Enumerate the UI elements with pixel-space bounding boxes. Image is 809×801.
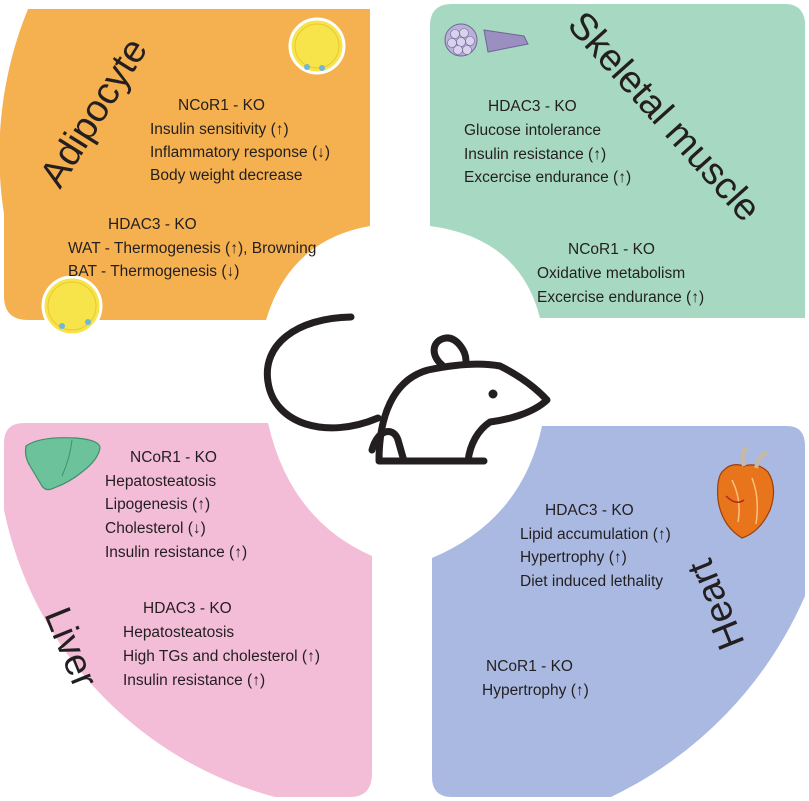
- liver-icon: [24, 437, 101, 491]
- heart-group-1-item: Diet induced lethality: [520, 573, 663, 590]
- liver-group-1-item: Insulin resistance (↑): [105, 544, 247, 561]
- heart-group-1-item: Hypertrophy (↑): [520, 549, 627, 566]
- liver-group-1-item: Cholesterol (↓): [105, 520, 206, 537]
- liver-group-2-item: Insulin resistance (↑): [123, 672, 265, 689]
- mouse-eye-icon: [488, 389, 498, 399]
- liver-group-2-item: High TGs and cholesterol (↑): [123, 648, 320, 665]
- liver-panel: [4, 423, 372, 797]
- liver-group-1-item: Hepatosteatosis: [105, 473, 216, 490]
- quadrant-skeletal-muscle: Skeletal muscle HDAC3 - KO Glucose intol…: [430, 4, 805, 318]
- quadrant-adipocyte: Adipocyte NCoR1 - KO Insulin sensitivity…: [0, 9, 370, 337]
- adipocyte-cell-icon: [41, 275, 103, 337]
- skeletal-muscle-group-1-header: HDAC3 - KO: [488, 98, 577, 115]
- heart-group-1-item: Lipid accumulation (↑): [520, 526, 671, 543]
- liver-group-2-header: HDAC3 - KO: [143, 600, 232, 617]
- heart-group-2-header: NCoR1 - KO: [486, 658, 573, 675]
- adipocyte-group-1-header: NCoR1 - KO: [178, 97, 265, 114]
- liver-group-1-header: NCoR1 - KO: [130, 449, 217, 466]
- adipocyte-panel: [0, 9, 370, 320]
- adipocyte-group-2-header: HDAC3 - KO: [108, 216, 197, 233]
- adipocyte-group-2-item: BAT - Thermogenesis (↓): [68, 263, 239, 280]
- skeletal-muscle-group-1-item: Excercise endurance (↑): [464, 169, 631, 186]
- adipocyte-group-1-item: Insulin sensitivity (↑): [150, 121, 289, 138]
- adipocyte-group-2-item: WAT - Thermogenesis (↑), Browning: [68, 240, 316, 257]
- adipocyte-cell-icon: [288, 17, 346, 75]
- skeletal-muscle-group-1-item: Glucose intolerance: [464, 122, 601, 139]
- skeletal-muscle-group-2-header: NCoR1 - KO: [568, 241, 655, 258]
- liver-group-1-item: Lipogenesis (↑): [105, 496, 210, 513]
- adipocyte-group-1-item: Body weight decrease: [150, 167, 303, 184]
- heart-icon: [717, 446, 775, 539]
- muscle-fiber-icon: [444, 23, 529, 57]
- heart-panel: [432, 426, 805, 797]
- heart-group-1-header: HDAC3 - KO: [545, 502, 634, 519]
- skeletal-muscle-panel: [430, 4, 805, 318]
- skeletal-muscle-group-2-item: Oxidative metabolism: [537, 265, 685, 282]
- mouse-icon: [263, 313, 551, 465]
- liver-group-2-item: Hepatosteatosis: [123, 624, 234, 641]
- adipocyte-group-1-item: Inflammatory response (↓): [150, 144, 330, 161]
- skeletal-muscle-group-2-item: Excercise endurance (↑): [537, 289, 704, 306]
- quadrant-liver: Liver NCoR1 - KO Hepatosteatosis Lipogen…: [4, 423, 372, 797]
- heart-group-2-item: Hypertrophy (↑): [482, 682, 589, 699]
- quadrant-heart: Heart HDAC3 - KO Lipid accumulation (↑) …: [432, 426, 805, 797]
- skeletal-muscle-group-1-item: Insulin resistance (↑): [464, 146, 606, 163]
